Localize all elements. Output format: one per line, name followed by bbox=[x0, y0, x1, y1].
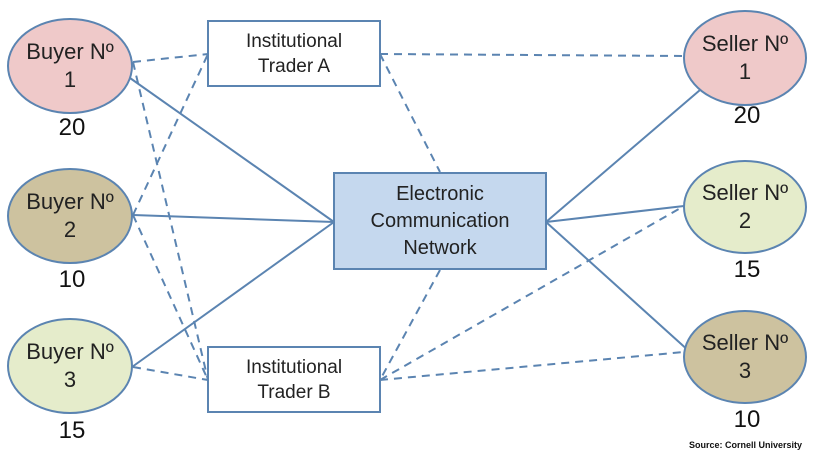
link-ecn-seller3 bbox=[545, 221, 691, 353]
buyer-3-number: 3 bbox=[63, 367, 77, 392]
dash-buyer3-traderB bbox=[132, 366, 209, 381]
trader-b-line2: Trader B bbox=[257, 381, 331, 403]
dash-traderB-seller3 bbox=[379, 351, 685, 381]
seller-1-quantity: 20 bbox=[733, 102, 761, 129]
dash-traderA-ecn bbox=[379, 53, 441, 173]
seller-3-title: Seller Nº bbox=[701, 330, 789, 355]
seller-3-number: 3 bbox=[738, 358, 752, 383]
buyer-3-node: Buyer Nº 3 bbox=[7, 318, 133, 414]
seller-1-node: Seller Nº 1 bbox=[683, 10, 807, 106]
seller-2-node: Seller Nº 2 bbox=[683, 160, 807, 254]
buyer-2-quantity: 10 bbox=[58, 266, 86, 293]
institutional-trader-b: Institutional Trader B bbox=[207, 346, 381, 413]
ecn-line2: Communication bbox=[370, 209, 510, 232]
link-buyer3-ecn bbox=[131, 221, 335, 368]
buyer-3-quantity: 15 bbox=[58, 417, 86, 444]
trader-a-line1: Institutional bbox=[245, 30, 343, 52]
link-ecn-seller1 bbox=[545, 89, 701, 223]
buyer-1-node: Buyer Nº 1 bbox=[7, 18, 133, 114]
buyer-2-node: Buyer Nº 2 bbox=[7, 168, 133, 264]
seller-2-title: Seller Nº bbox=[701, 180, 789, 205]
seller-1-number: 1 bbox=[738, 59, 752, 84]
seller-2-quantity: 15 bbox=[733, 256, 761, 283]
ecn-line1: Electronic bbox=[396, 182, 484, 205]
buyer-1-number: 1 bbox=[63, 67, 77, 92]
institutional-trader-a: Institutional Trader A bbox=[207, 20, 381, 87]
source-credit: Source: Cornell University bbox=[688, 440, 802, 450]
seller-2-number: 2 bbox=[738, 208, 752, 233]
link-buyer2-ecn bbox=[132, 214, 335, 223]
trader-a-line2: Trader A bbox=[257, 55, 331, 77]
buyer-1-quantity: 20 bbox=[58, 114, 86, 141]
dash-buyer1-traderB bbox=[132, 61, 209, 381]
buyer-2-title: Buyer Nº bbox=[26, 189, 114, 214]
dash-ecn-traderB bbox=[379, 269, 441, 381]
electronic-communication-network: Electronic Communication Network bbox=[333, 172, 547, 270]
dash-traderB-seller2 bbox=[379, 205, 685, 381]
link-ecn-seller2 bbox=[545, 205, 685, 223]
ecn-line3: Network bbox=[403, 236, 477, 259]
buyer-1-title: Buyer Nº bbox=[26, 39, 114, 64]
dash-buyer1-traderA bbox=[132, 53, 209, 63]
link-buyer1-ecn bbox=[129, 77, 335, 223]
seller-1-title: Seller Nº bbox=[701, 31, 789, 56]
seller-3-node: Seller Nº 3 bbox=[683, 310, 807, 404]
buyer-2-number: 2 bbox=[63, 217, 77, 242]
dash-buyer2-traderB bbox=[132, 214, 209, 381]
seller-3-quantity: 10 bbox=[733, 406, 761, 433]
dash-traderA-seller1 bbox=[379, 53, 685, 57]
trader-b-line1: Institutional bbox=[245, 356, 343, 378]
buyer-3-title: Buyer Nº bbox=[26, 339, 114, 364]
dash-buyer2-traderA bbox=[132, 53, 209, 216]
